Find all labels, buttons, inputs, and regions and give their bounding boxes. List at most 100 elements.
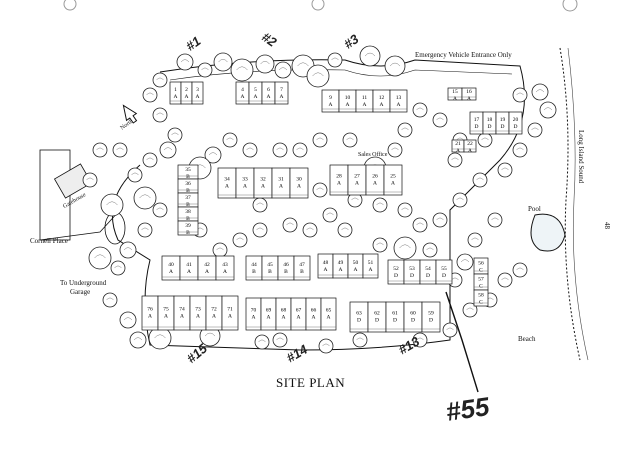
shoreline — [559, 47, 581, 361]
tree-icon — [88, 246, 112, 270]
tree-icon — [119, 241, 137, 259]
unit-number: 40 — [168, 262, 174, 268]
tree-icon — [292, 142, 308, 158]
unit-type: D — [411, 318, 415, 324]
unit-type: A — [312, 314, 316, 320]
unit-number: 1 — [174, 87, 177, 93]
unit-type: A — [354, 267, 358, 273]
tree-icon — [242, 142, 258, 158]
unit-22: 22A — [463, 139, 477, 154]
unit-57: 57C — [473, 273, 489, 291]
unit-type: A — [327, 314, 331, 320]
unit-68: 68A — [275, 297, 292, 331]
tree-icon — [302, 222, 318, 238]
unit-type: A — [243, 184, 247, 190]
unit-number: 16 — [466, 89, 472, 95]
unit-6: 6A — [261, 81, 276, 105]
unit-number: 34 — [224, 177, 230, 183]
unit-19: 19D — [495, 111, 510, 135]
tree-icon — [282, 217, 298, 233]
tree-icon — [527, 122, 543, 138]
unit-58: 58C — [473, 289, 489, 307]
unit-70: 70A — [245, 297, 262, 331]
tree-icon — [212, 242, 228, 258]
tree-icon — [152, 202, 168, 218]
unit-10: 10A — [338, 89, 357, 113]
annotation-55: #55 — [444, 391, 492, 427]
tree-icon — [306, 64, 330, 88]
unit-type: A — [380, 102, 384, 108]
pool-shape — [530, 213, 566, 252]
unit-type: B — [186, 174, 190, 180]
tree-icon — [312, 132, 328, 148]
tree-icon — [232, 232, 248, 248]
unit-73: 73A — [189, 295, 207, 331]
unit-type: A — [280, 94, 284, 100]
tree-icon — [393, 236, 417, 260]
tree-icon — [176, 53, 194, 71]
tree-icon — [142, 87, 158, 103]
unit-66: 66A — [305, 297, 322, 331]
sales-office-label: Sales Office — [358, 152, 388, 158]
unit-number: 69 — [266, 307, 272, 313]
unit-number: 20 — [513, 117, 519, 123]
unit-number: 63 — [356, 311, 362, 317]
tree-icon — [230, 58, 254, 82]
unit-number: 6 — [267, 87, 270, 93]
unit-37: 37B — [177, 192, 199, 208]
unit-number: 50 — [353, 260, 359, 266]
tree-icon — [327, 52, 343, 68]
unit-type: A — [196, 313, 200, 319]
unit-type: D — [501, 124, 505, 130]
unit-15: 15A — [447, 87, 463, 102]
unit-number: 10 — [345, 95, 351, 101]
tree-icon — [142, 152, 158, 168]
tree-icon — [512, 262, 528, 278]
tree-icon — [102, 292, 118, 308]
unit-38: 38B — [177, 206, 199, 222]
tree-icon — [372, 237, 388, 253]
tree-icon — [539, 101, 557, 119]
tree-icon — [412, 102, 428, 118]
unit-number: 66 — [311, 307, 317, 313]
unit-type: A — [252, 314, 256, 320]
unit-number: 56 — [478, 261, 484, 267]
tree-icon — [82, 172, 98, 188]
unit-number: 39 — [185, 223, 191, 229]
unit-type: A — [324, 267, 328, 273]
tree-icon — [452, 192, 468, 208]
unit-type: A — [453, 96, 457, 102]
tree-icon — [352, 332, 368, 348]
unit-number: 27 — [354, 174, 360, 180]
unit-43: 43A — [215, 255, 235, 281]
unit-type: A — [225, 184, 229, 190]
unit-75: 75A — [157, 295, 175, 331]
unit-74: 74A — [173, 295, 191, 331]
unit-13: 13A — [389, 89, 408, 113]
unit-number: 9 — [329, 95, 332, 101]
unit-type: A — [228, 313, 232, 319]
unit-number: 75 — [163, 306, 169, 312]
unit-number: 11 — [362, 95, 368, 101]
tree-icon — [213, 52, 233, 72]
unit-number: 3 — [196, 87, 199, 93]
unit-39: 39B — [177, 220, 199, 236]
unit-type: D — [393, 318, 397, 324]
unit-34: 34A — [217, 167, 237, 199]
tree-icon — [359, 45, 381, 67]
tree-icon — [129, 331, 147, 349]
tree-icon — [127, 167, 143, 183]
unit-number: 2 — [185, 87, 188, 93]
punch-holes — [63, 0, 578, 12]
unit-number: 15 — [452, 89, 458, 95]
unit-number: 76 — [147, 306, 153, 312]
unit-number: 59 — [428, 311, 434, 317]
